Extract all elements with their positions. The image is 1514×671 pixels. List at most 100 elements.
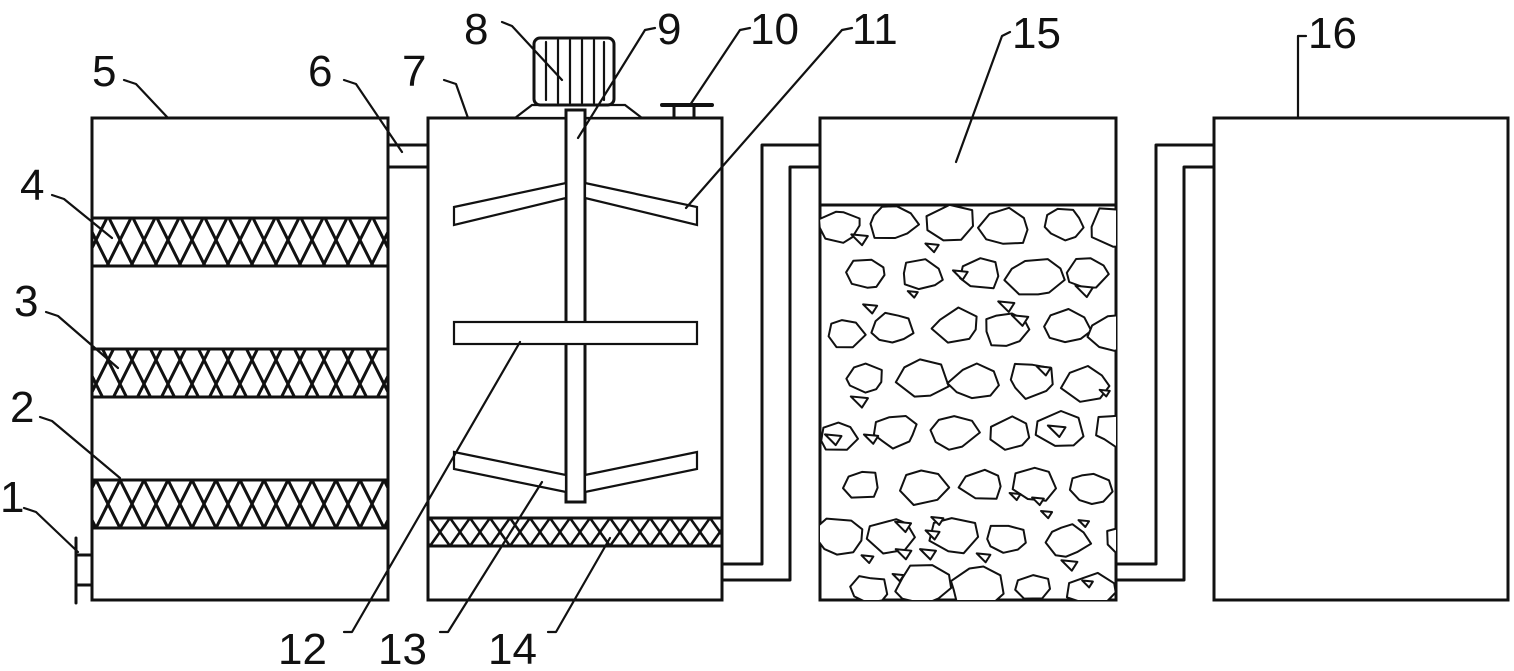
label-12: 12 <box>278 625 327 671</box>
stone <box>849 575 889 600</box>
stone <box>930 306 978 344</box>
stone <box>820 210 861 244</box>
middle-blade <box>452 320 699 346</box>
stone <box>1014 574 1051 600</box>
stone <box>845 258 886 289</box>
stone-chip <box>924 242 940 254</box>
bottom-filter-layer <box>426 516 724 548</box>
filter-layer-2 <box>90 478 390 530</box>
filter-layer-3 <box>90 347 390 399</box>
stone <box>925 205 974 242</box>
stone-chip <box>1035 365 1052 377</box>
stone <box>977 206 1029 245</box>
stone-chip <box>951 269 969 282</box>
stone <box>1043 308 1093 344</box>
stone-chip <box>997 300 1016 313</box>
stone <box>842 470 879 499</box>
lower-right-blade <box>583 450 699 494</box>
leader-lines <box>22 20 1308 634</box>
storage-tank <box>1212 116 1510 602</box>
label-5: 5 <box>92 47 116 96</box>
feed-port <box>660 103 714 120</box>
stone-chip <box>975 552 992 564</box>
stone-chip <box>850 233 869 247</box>
stone-chip <box>894 548 913 561</box>
stone <box>1043 207 1085 242</box>
upper-right-blade <box>583 181 699 227</box>
stone-chip <box>930 516 945 526</box>
stone <box>1065 571 1116 600</box>
stone <box>1003 258 1066 296</box>
stone <box>869 205 920 239</box>
inlet-valve <box>74 536 94 605</box>
stone <box>1059 365 1111 403</box>
stone-chip <box>849 395 869 409</box>
label-1: 1 <box>0 473 24 522</box>
label-15: 15 <box>1012 9 1061 58</box>
stone-chip <box>894 520 913 534</box>
stone <box>1086 314 1116 352</box>
stone-chip <box>1077 519 1091 528</box>
pipe-to-storage-tank <box>1114 143 1216 582</box>
stone <box>950 565 1005 600</box>
stone <box>986 524 1027 554</box>
stone-chip <box>1010 314 1030 327</box>
stone <box>946 362 1000 400</box>
stone <box>1044 523 1093 558</box>
filter-layer-4 <box>90 216 390 268</box>
label-7: 7 <box>402 47 426 96</box>
label-13: 13 <box>378 625 427 671</box>
stone <box>894 564 953 600</box>
stone <box>827 319 867 349</box>
stone <box>845 362 883 394</box>
stone <box>899 469 951 506</box>
stone-chip <box>1046 424 1067 439</box>
stirring-tank <box>426 36 724 602</box>
stone <box>870 311 915 344</box>
stone-chip <box>862 433 880 445</box>
label-11: 11 <box>852 5 898 54</box>
label-3: 3 <box>14 277 38 326</box>
stone-chip <box>906 290 919 299</box>
stone-chip <box>823 433 843 447</box>
stone <box>1068 472 1114 505</box>
stone-chip <box>1031 496 1045 507</box>
stone <box>989 415 1031 451</box>
upper-left-blade <box>452 181 568 227</box>
stone-chip <box>1074 284 1094 299</box>
stone-chip <box>1098 388 1111 398</box>
motor <box>532 36 616 107</box>
stone-fill <box>820 205 1116 600</box>
label-4: 4 <box>20 161 44 210</box>
stone-chip <box>862 303 879 315</box>
label-9: 9 <box>657 5 681 54</box>
stone-chip <box>860 554 875 565</box>
stone <box>820 517 864 556</box>
stone <box>929 415 981 451</box>
stone <box>894 358 950 398</box>
stone-chip <box>1039 509 1054 520</box>
filter-tank <box>90 116 390 602</box>
stone <box>1106 527 1116 555</box>
pipe-to-stone-tank <box>720 143 822 582</box>
label-10: 10 <box>750 5 799 54</box>
stone <box>1090 207 1116 248</box>
stone-chip <box>924 529 941 541</box>
stirring-shaft <box>564 108 587 504</box>
label-6: 6 <box>308 47 332 96</box>
stone-chip <box>1008 492 1022 502</box>
lower-left-blade <box>452 450 568 494</box>
part-labels: 1 2 3 4 5 6 7 8 9 10 11 15 16 12 13 14 <box>0 5 1357 671</box>
label-14: 14 <box>488 625 537 671</box>
connecting-pipe <box>386 143 430 169</box>
stone-chip <box>1081 579 1094 589</box>
stone <box>957 468 1002 500</box>
stone-chip <box>1060 559 1079 572</box>
stone-chip <box>891 572 905 583</box>
stone <box>872 415 918 450</box>
label-8: 8 <box>464 5 488 54</box>
label-16: 16 <box>1308 9 1357 58</box>
stone-filter-tank <box>818 116 1118 602</box>
stone-chip <box>919 548 937 561</box>
